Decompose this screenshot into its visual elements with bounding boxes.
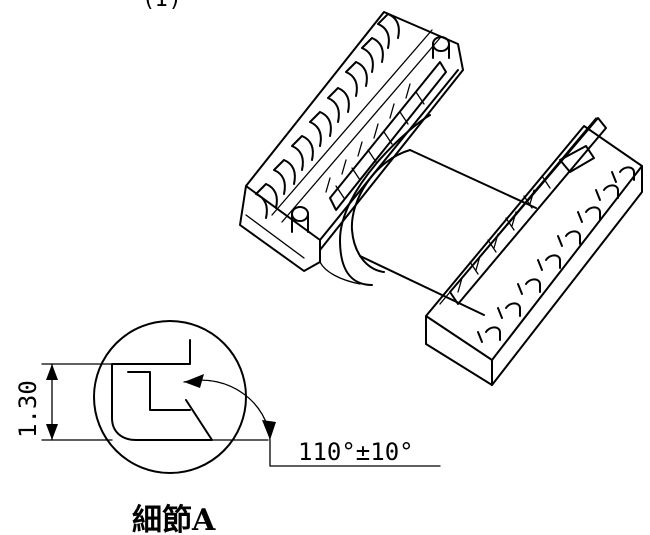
- left-flange-pins: [255, 13, 400, 219]
- partial-label: (I): [142, 0, 182, 12]
- left-flange-slots: [325, 61, 447, 211]
- detail-a: 1.30 110°±10° 細節A: [14, 320, 441, 535]
- right-flange: [425, 117, 643, 386]
- winding-core: [319, 114, 537, 316]
- detail-caption: 細節A: [132, 503, 216, 535]
- angle-dimension: 110°±10°: [183, 374, 441, 467]
- detail-circle: [93, 320, 247, 474]
- height-dimension: 1.30: [14, 363, 191, 441]
- left-bosses: [291, 36, 450, 233]
- right-flange-slots: [449, 117, 607, 305]
- right-flange-pins: [477, 166, 635, 343]
- left-flange: [239, 11, 464, 272]
- height-dim-text: 1.30: [14, 380, 42, 438]
- angle-dim-text: 110°±10°: [298, 438, 414, 466]
